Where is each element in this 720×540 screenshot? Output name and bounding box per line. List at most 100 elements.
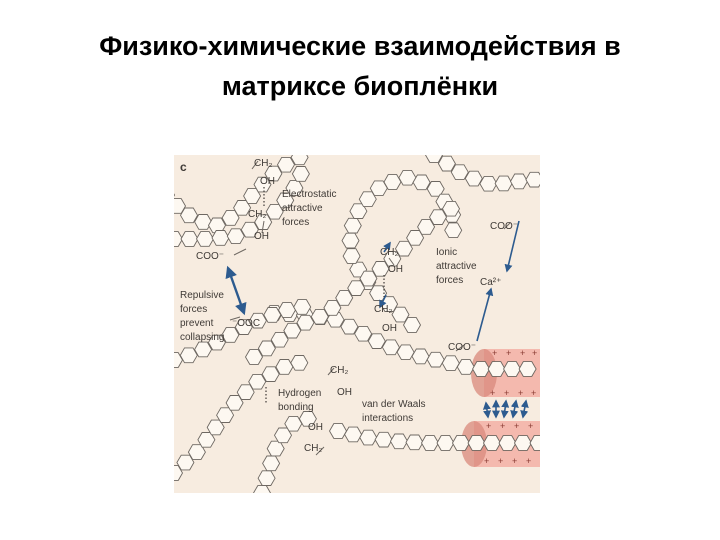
sugar-ring: [482, 435, 502, 451]
svg-text:+: +: [504, 388, 509, 398]
sugar-ring: [335, 290, 354, 306]
repulsive-arrow: [225, 265, 247, 316]
sugar-ring: [396, 344, 415, 361]
sugar-ring: [290, 155, 309, 166]
hbond-arrow-2: [379, 294, 387, 309]
label-coo-right: COO⁻: [490, 221, 518, 232]
vdw-arrow-3: [500, 399, 510, 419]
sugar-ring: [194, 214, 213, 230]
sugar-ring: [444, 222, 463, 239]
polysaccharide-chain: [264, 305, 537, 377]
label-oh-a: OH: [260, 176, 275, 187]
sugar-ring: [283, 322, 302, 339]
sugar-ring: [275, 359, 294, 375]
sugar-ring: [383, 174, 402, 190]
svg-text:+: +: [486, 421, 491, 431]
sugar-ring: [381, 339, 400, 356]
sugar-ring: [257, 470, 276, 486]
label-vdw-2: interactions: [362, 413, 413, 424]
sugar-ring: [296, 314, 315, 331]
sugar-ring: [509, 173, 529, 190]
figure-canvas: ++++ ++++ ++++ ++++: [174, 155, 540, 493]
svg-text:+: +: [528, 421, 533, 431]
label-hydrogen-2: bonding: [278, 402, 314, 413]
sugar-ring: [240, 221, 259, 238]
sugar-ring: [420, 435, 440, 451]
sugar-ring: [310, 308, 329, 325]
svg-text:+: +: [498, 456, 503, 466]
sugar-ring: [244, 349, 264, 365]
sugar-ring: [359, 429, 378, 446]
interaction-arrows: [225, 220, 529, 419]
sugar-ring: [437, 155, 456, 172]
polysaccharide-chain: [244, 200, 461, 365]
sugar-ring: [391, 306, 410, 323]
label-ch2-f: CH₂: [304, 443, 322, 454]
sugar-ring: [257, 340, 276, 357]
svg-text:+: +: [520, 348, 525, 358]
sugar-ring: [498, 435, 517, 451]
figure-labels: c CH₂ OH CH₂ OH Electrostatic attractive…: [180, 158, 518, 454]
sugar-ring: [211, 230, 230, 246]
sugar-ring: [270, 331, 289, 348]
label-electrostatic-1: Electrostatic: [282, 189, 336, 200]
sugar-ring: [450, 164, 469, 181]
sugar-ring: [417, 219, 436, 235]
svg-text:+: +: [492, 348, 497, 358]
sugar-ring: [518, 361, 537, 377]
sugar-ring: [367, 333, 386, 349]
sugar-ring: [428, 209, 448, 225]
vdw-arrow-5: [520, 399, 529, 419]
sugar-ring: [529, 435, 540, 451]
sugar-ring: [248, 373, 267, 390]
label-hydrogen-1: Hydrogen: [278, 388, 321, 399]
sugar-ring: [179, 207, 199, 224]
sugar-ring: [194, 341, 213, 358]
sugar-ring: [369, 180, 388, 197]
label-repulsive-3: prevent: [180, 318, 214, 329]
ionic-arrow-lower: [476, 287, 494, 342]
sugar-ring: [441, 355, 460, 372]
sugar-ring: [263, 307, 282, 323]
panel-letter: c: [180, 160, 187, 174]
sugar-ring: [513, 435, 533, 451]
svg-text:+: +: [518, 388, 523, 398]
sugar-ring: [525, 171, 540, 188]
sugar-ring: [264, 165, 283, 182]
sugar-ring: [261, 366, 280, 382]
svg-text:+: +: [500, 421, 505, 431]
sugar-ring: [298, 411, 317, 427]
sugar-ring: [328, 423, 348, 439]
sugar-ring: [479, 175, 498, 192]
polysaccharide-chain: [174, 355, 309, 481]
sugar-ring: [441, 200, 461, 217]
sugar-ring: [405, 434, 424, 451]
sugar-ring: [389, 433, 409, 450]
label-ch2-d: CH₂: [374, 304, 392, 315]
sugar-ring: [426, 351, 445, 368]
sugar-ring: [277, 302, 297, 318]
polysaccharide-chains: [174, 155, 540, 493]
sugar-ring: [503, 361, 522, 377]
label-oh-b: OH: [254, 231, 269, 242]
sugar-ring: [383, 250, 402, 267]
svg-text:+: +: [532, 348, 537, 358]
sugar-ring: [207, 334, 226, 351]
sugar-ring: [467, 435, 486, 451]
slide-title: Физико-химические взаимодействия в матри…: [0, 26, 720, 106]
polysaccharide-chain: [328, 423, 540, 451]
label-oh-d: OH: [382, 323, 397, 334]
sugar-ring: [472, 361, 491, 377]
label-ionic-3: forces: [436, 275, 463, 286]
sugar-ring: [424, 155, 444, 163]
slide-title-line-2: матриксе биоплёнки: [221, 71, 499, 101]
label-repulsive-2: forces: [180, 304, 207, 315]
svg-text:+: +: [531, 388, 536, 398]
sugar-ring: [456, 359, 475, 375]
slide-title-line-1: Физико-химические взаимодействия в: [99, 31, 621, 61]
bond-lines: [229, 160, 511, 456]
label-ch2-e: CH₂: [330, 365, 348, 376]
sugar-ring: [226, 228, 245, 245]
sugar-ring: [254, 214, 273, 230]
sugar-ring: [221, 327, 240, 343]
